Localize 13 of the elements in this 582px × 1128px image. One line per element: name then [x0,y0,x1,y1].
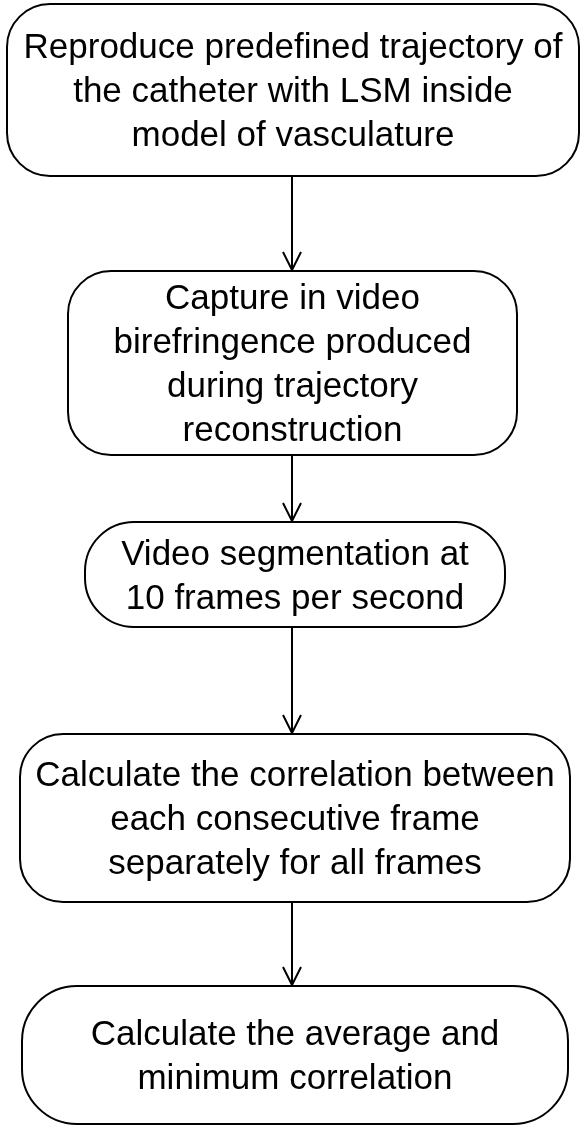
arrow [282,455,302,522]
arrow [282,902,302,986]
step-text: Video segmentation at 10 frames per second [120,531,470,618]
process-box [19,733,571,903]
process-box [67,270,518,456]
arrow [282,176,302,271]
process-box [6,3,580,177]
arrow [282,627,302,734]
step-text: Calculate the average and minimum correlation [89,1012,501,1098]
step-text: Capture in video birefringence produced during trajectory reconstruction [112,276,473,450]
process-box [21,985,569,1125]
step-text: Reproduce predefined trajectory of the catheter with LSM inside model of vasculature [22,25,564,155]
step-text: Calculate the correlation between each consecutive frame separately for all frames [35,753,555,883]
